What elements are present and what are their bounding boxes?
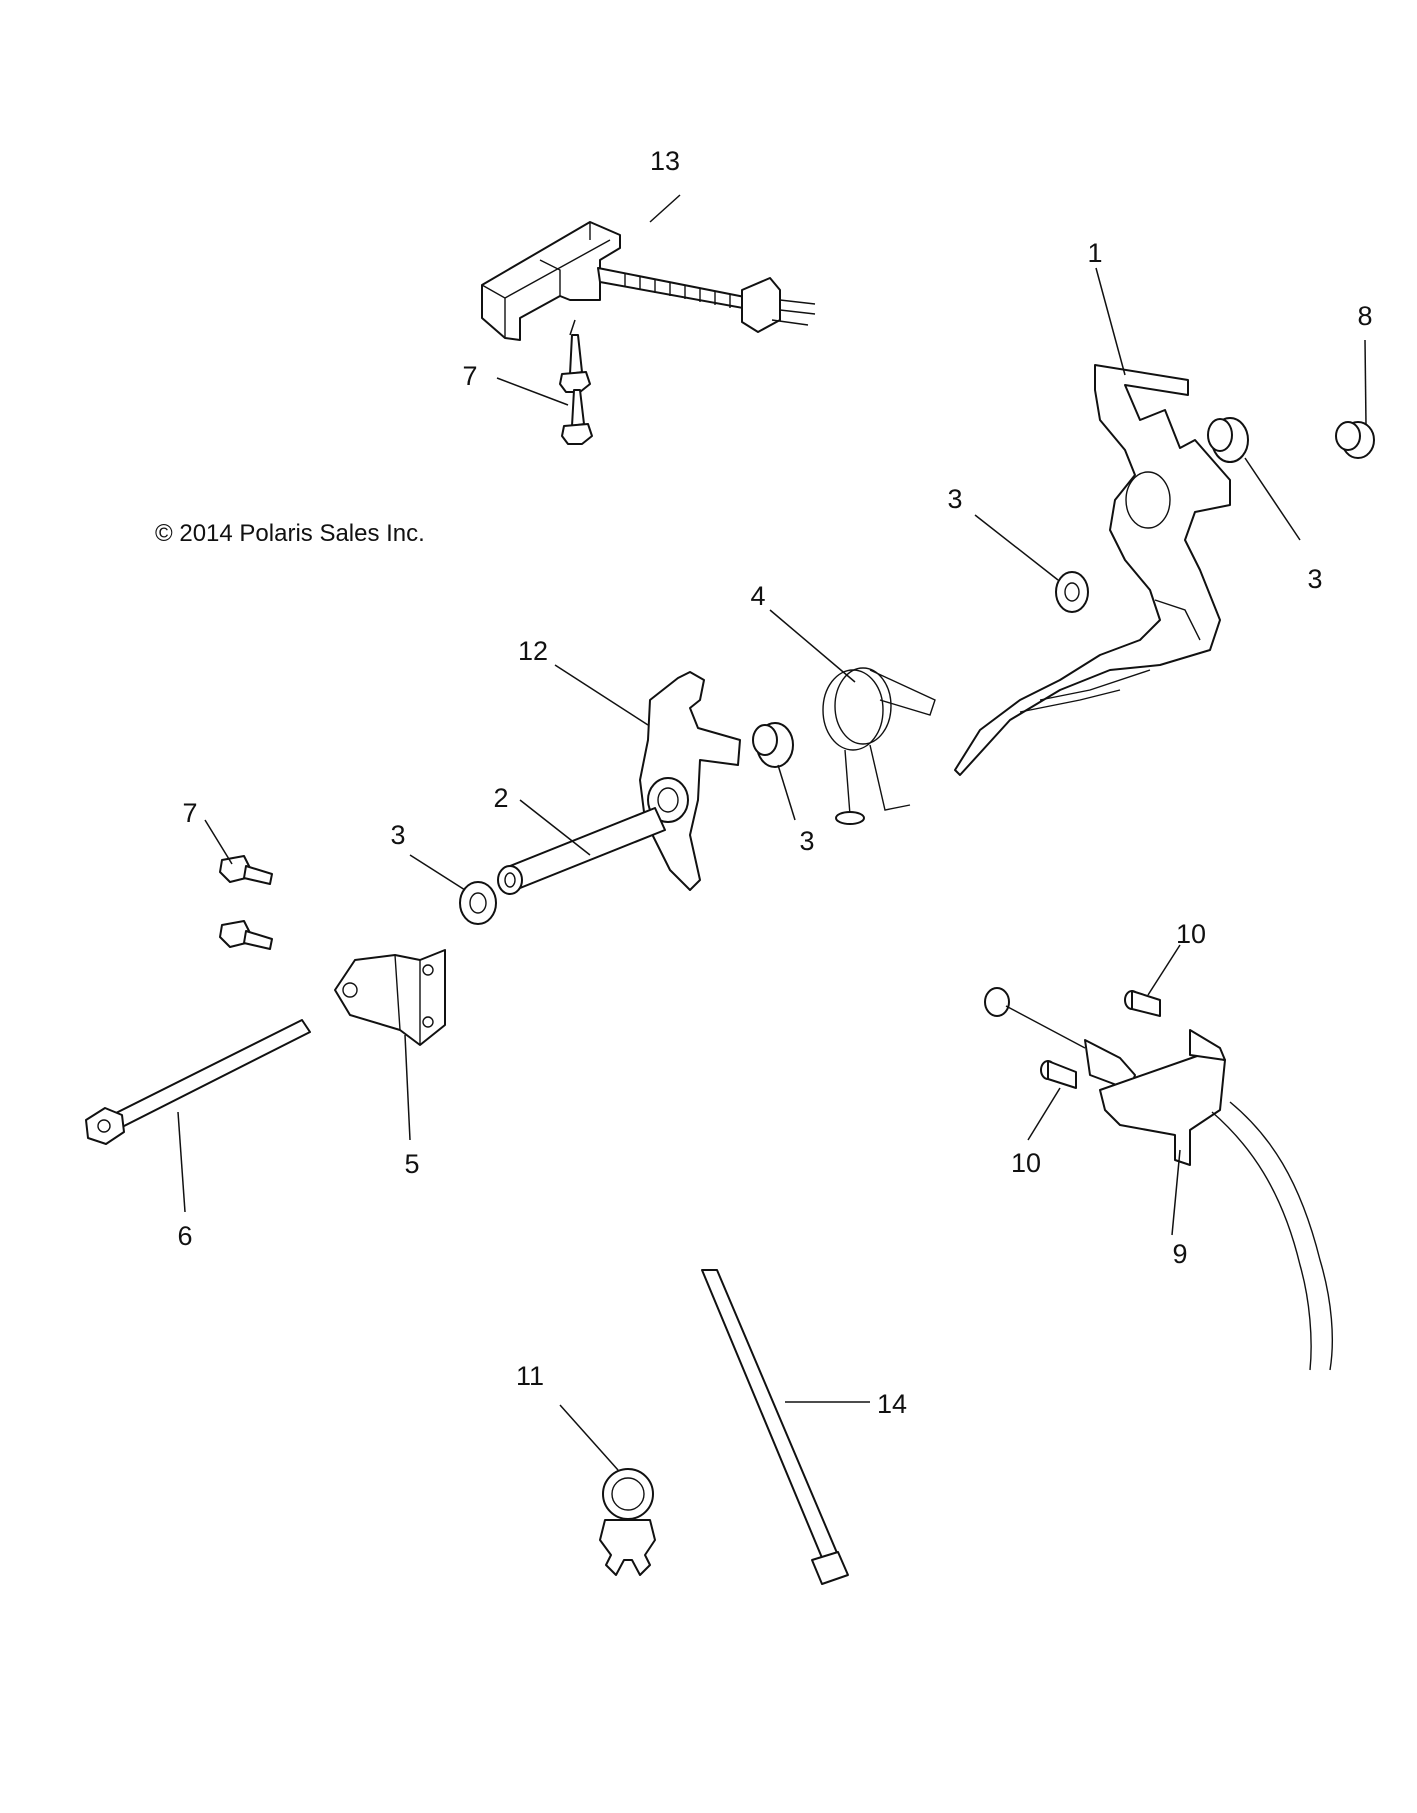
callout-8: 8 — [1357, 301, 1372, 331]
callout-6: 6 — [177, 1221, 192, 1251]
part-3-bushing-a[interactable] — [1055, 571, 1089, 613]
part-13-switch-assembly[interactable] — [481, 221, 816, 341]
callout-3-upper-left: 3 — [947, 484, 962, 514]
part-1-brake-pedal[interactable] — [954, 364, 1231, 776]
callout-9: 9 — [1172, 1239, 1187, 1269]
part-4-return-spring[interactable] — [822, 667, 936, 825]
callout-4: 4 — [750, 581, 765, 611]
copyright-notice: © 2014 Polaris Sales Inc. — [155, 520, 425, 547]
part-7-bolt-lower-b[interactable] — [219, 920, 273, 950]
part-7-bolt-upper-left[interactable] — [561, 389, 593, 445]
callout-11: 11 — [516, 1361, 544, 1391]
part-8-bushing[interactable] — [1335, 421, 1375, 459]
callout-3-lower: 3 — [390, 820, 405, 850]
callout-3-upper-right: 3 — [1307, 564, 1322, 594]
part-3-bushing-b[interactable] — [1207, 417, 1249, 463]
part-11-clip[interactable] — [599, 1468, 656, 1576]
part-3-bushing-c[interactable] — [752, 722, 794, 768]
part-10-pin-a[interactable] — [1124, 990, 1161, 1017]
part-7-bolt-upper[interactable] — [559, 334, 591, 393]
part-5-mount-bracket[interactable] — [334, 949, 446, 1046]
callout-12: 12 — [518, 636, 548, 666]
leader-lines — [177, 194, 1367, 1471]
part-3-bushing-d[interactable] — [459, 881, 497, 925]
part-14-cable-tie[interactable] — [701, 1269, 849, 1585]
callout-3-middle: 3 — [799, 826, 814, 856]
callout-14: 14 — [877, 1389, 907, 1419]
callout-2: 2 — [493, 783, 508, 813]
part-6-long-bolt[interactable] — [85, 1019, 311, 1145]
part-9-brake-cable[interactable] — [984, 987, 1333, 1371]
part-12-lever-bracket[interactable] — [639, 671, 741, 891]
callout-13: 13 — [650, 146, 680, 176]
callout-7-lower: 7 — [182, 798, 197, 828]
callout-labels: 13 1 8 7 3 3 4 12 2 3 3 7 10 5 10 6 9 11… — [177, 146, 1372, 1419]
part-7-bolt-lower-a[interactable] — [219, 855, 273, 885]
callout-5: 5 — [404, 1149, 419, 1179]
callout-1: 1 — [1087, 238, 1102, 268]
part-2-pivot-tube[interactable] — [497, 807, 666, 895]
callout-10-upper: 10 — [1176, 919, 1206, 949]
callout-7-upper: 7 — [462, 361, 477, 391]
part-10-pin-b[interactable] — [1040, 1060, 1077, 1089]
callout-10-lower: 10 — [1011, 1148, 1041, 1178]
